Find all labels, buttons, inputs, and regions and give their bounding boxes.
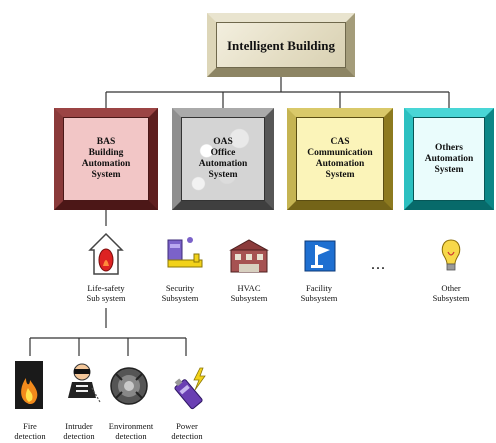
power-line-1: Power (176, 421, 198, 431)
security-line-2: Subsystem (161, 293, 199, 303)
other-line-1: Other (441, 283, 461, 293)
intruder-icon (68, 363, 101, 403)
fire-icon (15, 361, 43, 409)
hvac-label: HVAC Subsystem (223, 283, 275, 303)
oas-line-2: Office (210, 148, 236, 158)
more-subsystems-ellipsis: ... (371, 256, 386, 273)
facility-flag-icon (304, 240, 336, 272)
intruder-detection-label: Intruder detection (56, 421, 102, 441)
cas-line-4: System (325, 170, 355, 180)
intruder-line-1: Intruder (65, 421, 93, 431)
others-line-2: Automation (424, 153, 474, 164)
bas-line-1: BAS (96, 137, 116, 147)
hvac-line-1: HVAC (237, 283, 261, 293)
life-safety-line-2: Sub system (86, 293, 126, 303)
others-system-box: Others Automation System (404, 108, 494, 210)
fire-detection-label: Fire detection (8, 421, 52, 441)
environment-line-1: Environment (108, 421, 154, 431)
root-title: Intelligent Building (227, 37, 335, 53)
environment-line-2: detection (115, 431, 147, 441)
oas-system-face: OAS Office Automation System (181, 117, 265, 201)
cas-line-3: Automation (315, 159, 365, 169)
cas-system-face: CAS Communication Automation System (296, 117, 384, 201)
security-line-1: Security (165, 283, 195, 293)
power-line-2: detection (171, 431, 203, 441)
intelligent-building-face: Intelligent Building (216, 22, 346, 68)
oas-line-3: Automation (198, 159, 248, 169)
others-line-1: Others (435, 142, 463, 153)
fire-line-1: Fire (23, 421, 37, 431)
security-label: Security Subsystem (154, 283, 206, 303)
power-detection-label: Power detection (164, 421, 210, 441)
facility-label: Facility Subsystem (293, 283, 345, 303)
lightbulb-icon (441, 239, 461, 271)
bas-line-2: Building (88, 148, 124, 158)
facility-line-2: Subsystem (300, 293, 338, 303)
other-line-2: Subsystem (432, 293, 470, 303)
other-label: Other Subsystem (425, 283, 477, 303)
cas-line-1: CAS (330, 137, 350, 147)
others-system-face: Others Automation System (413, 117, 485, 201)
life-safety-label: Life-safety Sub system (78, 283, 134, 303)
hvac-building-icon (229, 239, 269, 273)
bas-line-3: Automation (81, 159, 131, 169)
others-line-3: System (434, 164, 464, 175)
oas-system-box: OAS Office Automation System (172, 108, 274, 210)
life-safety-line-1: Life-safety (87, 283, 125, 293)
cas-system-box: CAS Communication Automation System (287, 108, 393, 210)
house-flame-icon (88, 232, 124, 275)
environment-icon (110, 367, 148, 405)
intruder-line-2: detection (63, 431, 95, 441)
fire-line-2: detection (14, 431, 46, 441)
power-icon (174, 367, 206, 410)
environment-detection-label: Environment detection (104, 421, 158, 441)
bas-line-4: System (91, 170, 121, 180)
hvac-line-2: Subsystem (230, 293, 268, 303)
facility-line-1: Facility (306, 283, 332, 293)
intelligent-building-box: Intelligent Building (207, 13, 355, 77)
oas-line-4: System (208, 170, 238, 180)
oas-line-1: OAS (213, 137, 233, 147)
bas-system-box: BAS Building Automation System (54, 108, 158, 210)
cas-line-2: Communication (307, 148, 373, 158)
security-key-icon (167, 237, 203, 268)
bas-system-face: BAS Building Automation System (63, 117, 149, 201)
